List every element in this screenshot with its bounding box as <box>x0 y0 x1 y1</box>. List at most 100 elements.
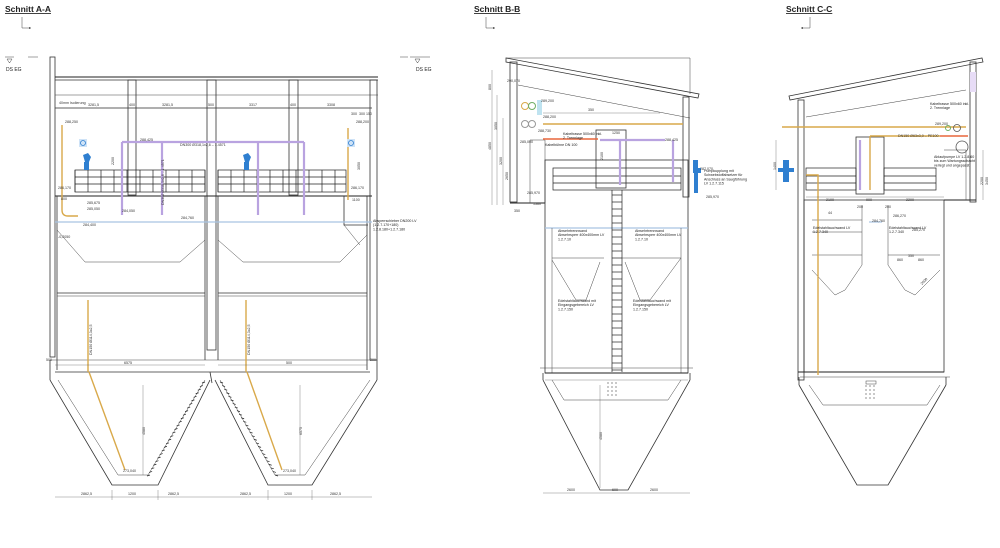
vent-dot <box>873 393 875 395</box>
dimension-label: 2650 <box>505 172 509 180</box>
dimension-label: 2600 <box>650 488 658 492</box>
dimension-label: 400 <box>129 103 135 107</box>
hatch-mark <box>241 417 245 420</box>
hatch-mark <box>193 395 197 398</box>
hatch-mark <box>226 392 230 395</box>
elevation-label: 288,200 <box>543 115 556 119</box>
vent-dot <box>615 382 617 384</box>
dimension-label: 150 <box>366 112 372 116</box>
vent-dot <box>869 385 871 387</box>
hatch-mark <box>268 463 272 466</box>
hatch-mark <box>153 463 157 466</box>
section-title-b-b: Schnitt B-B <box>474 4 520 14</box>
vent-dot <box>869 393 871 395</box>
elevation-label: 273,040 <box>283 469 296 473</box>
railing-left <box>805 167 857 191</box>
elevation-label: 288,425 <box>665 138 678 142</box>
hatch-mark <box>234 406 238 409</box>
dimension-label: 350 <box>514 209 520 213</box>
hatch-mark <box>238 413 243 416</box>
elevation-label: 285,050 <box>87 207 100 211</box>
axis-indicator-icon <box>485 17 495 29</box>
hatch-mark <box>228 395 232 398</box>
hatch-mark <box>249 431 253 434</box>
dimension-label: 3050 <box>494 122 498 130</box>
dimension-label: 4580 <box>599 432 603 440</box>
pipes-a-a <box>55 125 372 471</box>
vent-dot <box>607 386 609 388</box>
building-structure <box>505 57 700 491</box>
hatch-mark <box>270 467 274 470</box>
pump-icon <box>243 153 251 170</box>
hatch-mark <box>257 446 262 448</box>
elevation-label: 273,040 <box>123 469 136 473</box>
dimension-lines <box>55 107 372 500</box>
elevation-label: 288,200 <box>356 120 369 124</box>
dimension-label: 1250 <box>612 131 620 135</box>
vent-dot <box>611 386 613 388</box>
vent-dot <box>611 382 613 384</box>
pipes-c-c <box>782 124 969 375</box>
elevation-label: 284,050 <box>122 209 135 213</box>
hatch-mark <box>159 453 163 455</box>
cable-note: Kabelbühne DN 100 <box>545 143 577 147</box>
pipe-label: DN150 Ø114,3x2,5 <box>247 324 251 355</box>
dimension-label: 3281,5 <box>162 103 173 107</box>
hatch-mark <box>264 456 268 459</box>
hopper-hatching <box>146 381 279 477</box>
dimension-label: 350 <box>908 254 914 258</box>
elevation-label: 284,760 <box>872 219 885 223</box>
dimension-label: 1100 <box>352 198 360 202</box>
hatch-mark <box>170 435 174 437</box>
dimension-label: 3200 <box>499 157 503 165</box>
hatch-mark <box>155 460 159 463</box>
dimension-label: 4850 <box>488 142 492 150</box>
vent-dot <box>607 382 609 384</box>
dimension-label: 350 <box>588 108 594 112</box>
hatch-mark <box>243 421 247 423</box>
dimension-label: 3281,5 <box>88 103 99 107</box>
vent-dot <box>873 385 875 387</box>
elevation-label: 289,200 <box>541 99 554 103</box>
vent-dot <box>615 386 617 388</box>
dimension-label: 800 <box>488 84 492 90</box>
elevation-label: 286,170 <box>58 186 71 190</box>
hatch-mark <box>232 403 236 405</box>
vent-dot <box>873 397 875 399</box>
hatch-mark <box>251 435 255 437</box>
elevation-label: 288,730 <box>538 129 551 133</box>
building-structure <box>788 57 984 486</box>
hatch-mark <box>245 424 249 427</box>
dimension-label: 500 <box>208 103 214 107</box>
dimension-label: 2200 <box>111 157 115 165</box>
hatch-mark <box>197 388 201 391</box>
elevation-label: 285,970 <box>527 191 540 195</box>
hatch-mark <box>161 449 165 452</box>
dimension-label: 200 <box>370 358 376 362</box>
dimension-label: 2100 <box>826 198 834 202</box>
vent-dot <box>615 390 617 392</box>
hatch-mark <box>168 438 172 441</box>
vent-grid <box>865 385 875 399</box>
hatch-mark <box>274 474 279 477</box>
dimension-lines <box>775 140 984 200</box>
dimension-label: 860 <box>918 258 924 262</box>
dimension-label: 300 <box>351 112 357 116</box>
fan-icon <box>347 139 355 147</box>
section-a-a: Schnitt A-A DS EG DS EG <box>5 4 432 500</box>
hatch-mark <box>219 381 224 384</box>
dimension-label: 2600 <box>920 277 928 285</box>
axis-indicator-icon <box>21 17 31 29</box>
elevation-label: 284,760 <box>181 216 194 220</box>
hatch-mark <box>163 446 168 448</box>
dimension-label: 1200 <box>284 492 292 496</box>
dimension-label: 3308 <box>327 103 335 107</box>
valve-icon <box>778 160 794 182</box>
elevation-label: 285,970 <box>706 195 719 199</box>
hatch-mark <box>262 453 266 455</box>
